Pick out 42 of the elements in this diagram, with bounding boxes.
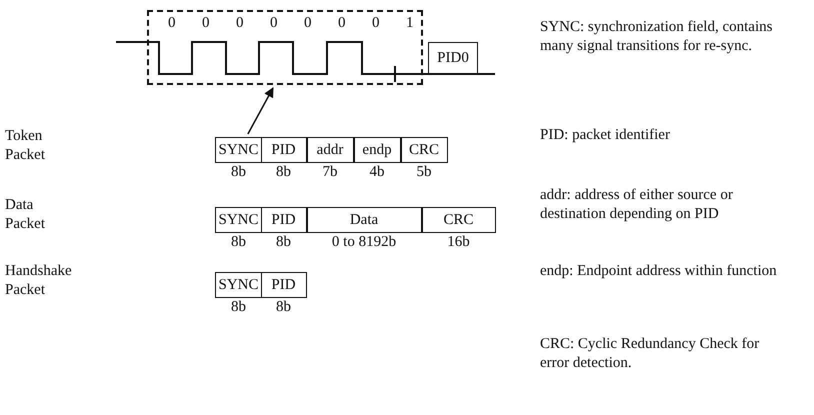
field-name: SYNC bbox=[218, 212, 258, 228]
bit-width: 5b bbox=[416, 165, 432, 180]
row-label: Token Packet bbox=[5, 127, 46, 164]
bit-width: 8b bbox=[230, 235, 247, 250]
bit-value: 1 bbox=[406, 14, 414, 33]
field-name: PID0 bbox=[437, 50, 469, 66]
field-name: endp bbox=[362, 142, 392, 158]
field-name: PID bbox=[271, 278, 296, 292]
field-name: Data bbox=[350, 212, 378, 228]
field-name: SYNC bbox=[218, 142, 258, 158]
bit-width: 16b bbox=[446, 235, 471, 250]
bit-width: 0 to 8192b bbox=[330, 235, 398, 250]
bit-value: 0 bbox=[236, 14, 244, 33]
field-description: CRC: Cyclic Redundancy Check for error detection. bbox=[540, 335, 760, 372]
row-label: Data Packet bbox=[5, 196, 46, 234]
row-label: Handshake Packet bbox=[5, 262, 73, 300]
bit-value: 0 bbox=[338, 14, 346, 33]
field-name: CRC bbox=[408, 142, 439, 158]
field-description: SYNC: synchronization field, contains many signal transitions for re-sync. bbox=[540, 18, 774, 56]
field-name: PID bbox=[271, 212, 296, 228]
field-description: PID: packet identifier bbox=[540, 126, 671, 145]
field-name: PID bbox=[271, 142, 296, 158]
bit-width: 8b bbox=[230, 165, 247, 180]
bit-value: 0 bbox=[270, 14, 278, 33]
field-name: SYNC bbox=[218, 278, 258, 292]
bit-width: 8b bbox=[275, 165, 292, 180]
field-name: addr bbox=[316, 142, 344, 158]
bit-value: 0 bbox=[168, 14, 176, 33]
field-name: CRC bbox=[443, 212, 474, 228]
bit-width: 8b bbox=[275, 235, 292, 250]
bit-value: 0 bbox=[304, 14, 312, 33]
arrow bbox=[247, 87, 274, 134]
dashed-frame bbox=[147, 10, 423, 85]
bit-width: 8b bbox=[230, 300, 247, 315]
bit-width: 7b bbox=[322, 165, 338, 180]
bit-width: 8b bbox=[275, 300, 292, 315]
field-description: addr: address of either source or destination depending on PID bbox=[540, 186, 734, 224]
bit-value: 0 bbox=[202, 14, 210, 33]
field-box bbox=[428, 42, 478, 74]
bit-width: 4b bbox=[368, 165, 386, 180]
bit-value: 0 bbox=[372, 14, 380, 33]
field-description: endp: Endpoint address within function bbox=[540, 262, 778, 281]
